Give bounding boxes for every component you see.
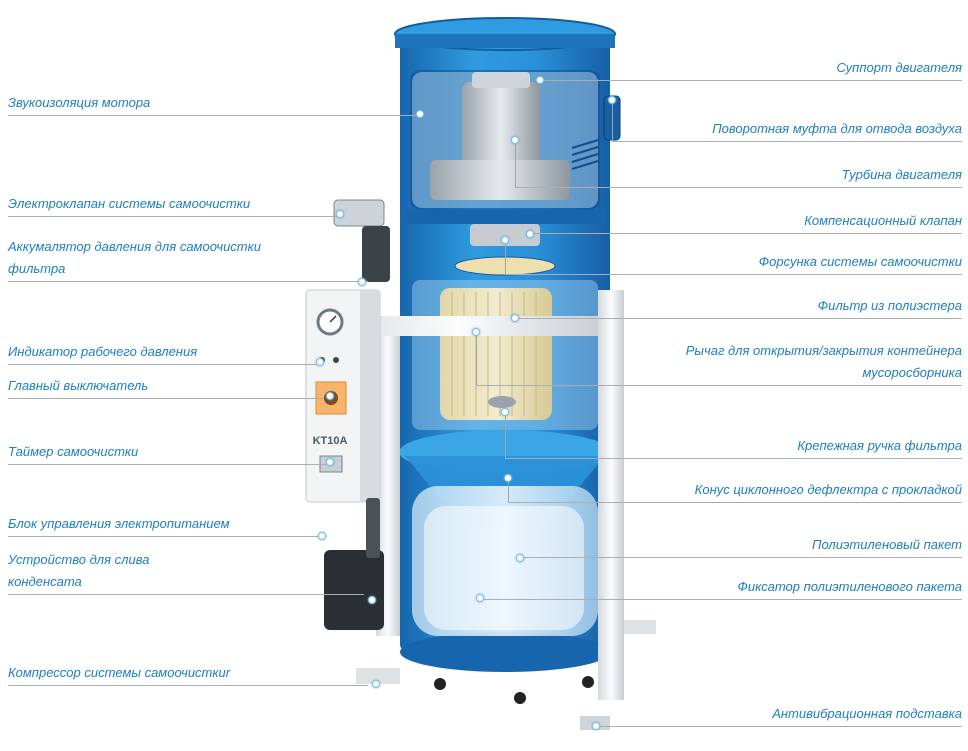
rule-filter-handle: [505, 458, 962, 459]
dot-solenoid-valve: [336, 210, 344, 218]
dot-main-switch: [326, 392, 334, 400]
dot-timer: [326, 458, 334, 466]
dot-compressor: [372, 680, 380, 688]
rule-pressure-indicator: [8, 364, 318, 365]
label-timer: Таймер самоочистки: [8, 444, 139, 459]
rule-power-control: [8, 536, 318, 537]
solenoid-valve-part: [333, 199, 385, 227]
dot-compensation-valve: [526, 230, 534, 238]
label-motor-turbine: Турбина двигателя: [841, 167, 962, 182]
dot-power-control: [318, 532, 326, 540]
caster-3: [582, 676, 594, 688]
dot-poly-bag: [516, 554, 524, 562]
dot-lever: [472, 328, 480, 336]
rule-sound-insulation: [8, 115, 416, 116]
poly-bag-part: [424, 506, 584, 630]
label-sound-insulation: Звукоизоляция мотора: [8, 95, 151, 110]
motor-housing: [462, 82, 540, 166]
rule-compensation-valve: [530, 233, 962, 234]
frame-top-bar: [316, 316, 602, 336]
rule-bag-fixer: [480, 599, 962, 600]
dot-sound-insulation: [416, 110, 424, 118]
label-pressure-accumulator: Аккумалятор давления для самоочистки филь…: [8, 236, 261, 280]
rule-motor-support: [540, 80, 962, 81]
caster-2: [514, 692, 526, 704]
rule-pressure-accumulator: [8, 281, 368, 282]
dot-rotary-coupling: [608, 96, 616, 104]
frame-foot-front: [356, 668, 400, 684]
label-bag-fixer: Фиксатор полиэтиленового пакета: [737, 579, 962, 594]
pressure-accumulator-part: [362, 226, 390, 282]
lead-rotary-coupling: [612, 100, 613, 141]
rule-nozzle: [505, 274, 962, 275]
lead-lever: [476, 332, 477, 385]
dot-bag-fixer: [476, 594, 484, 602]
label-power-control: Блок управления электропитанием: [8, 516, 230, 531]
label-lever-line-1: Рычаг для открытия/закрытия контейнера: [685, 343, 962, 358]
label-solenoid-valve: Электроклапан системы самоочистки: [8, 196, 251, 211]
filter-handle-part: [488, 396, 516, 408]
label-antivibration-stand: Антивибрационная подставка: [772, 706, 962, 721]
dot-pressure-accumulator: [358, 278, 366, 286]
dot-pressure-indicator: [316, 358, 324, 366]
rule-lever: [476, 385, 962, 386]
dot-motor-support: [536, 76, 544, 84]
compressor-part: [324, 550, 384, 630]
cooling-vents: [571, 139, 599, 170]
rule-timer: [8, 464, 326, 465]
dot-antivibration-stand: [592, 722, 600, 730]
label-pressure-accumulator-line-2: фильтра: [8, 261, 66, 276]
caster-1: [434, 678, 446, 690]
panel-model-label: KT10A: [313, 435, 348, 447]
label-drain-device-line-1: Устройство для слива: [8, 552, 150, 567]
label-drain-device: Устройство для слива конденсата: [8, 549, 149, 593]
label-lever-line-2: мусоросборника: [862, 365, 962, 380]
motor-cap: [472, 72, 530, 88]
lid-rim: [395, 34, 615, 48]
frame-leg-right: [598, 290, 624, 700]
dot-polyester-filter: [511, 314, 519, 322]
dot-cyclone-cone: [504, 474, 512, 482]
rule-cyclone-cone: [508, 502, 962, 503]
lead-motor-turbine: [515, 140, 516, 187]
label-filter-handle: Крепежная ручка фильтра: [797, 438, 962, 453]
cylinder-base: [400, 632, 610, 672]
label-cyclone-cone: Конус циклонного дефлектра с прокладкой: [694, 482, 962, 497]
dot-filter-handle: [501, 408, 509, 416]
turbine: [430, 160, 570, 200]
label-rotary-coupling: Поворотная муфта для отвода воздуха: [712, 121, 962, 136]
rule-poly-bag: [520, 557, 962, 558]
rule-rotary-coupling: [612, 141, 962, 142]
lead-nozzle: [505, 240, 506, 274]
label-nozzle: Форсунка системы самоочистки: [758, 254, 962, 269]
dot-motor-turbine: [511, 136, 519, 144]
label-pressure-accumulator-line-1: Аккумалятор давления для самоочистки: [8, 239, 261, 254]
rule-main-switch: [8, 398, 324, 399]
label-motor-support: Суппорт двигателя: [836, 60, 962, 75]
label-pressure-indicator: Индикатор рабочего давления: [8, 344, 198, 359]
indicator-light-2: [333, 357, 339, 363]
control-box-side: [360, 290, 380, 502]
label-drain-device-line-2: конденсата: [8, 574, 82, 589]
rule-compressor: [8, 685, 368, 686]
label-poly-bag: Полиэтиленовый пакет: [812, 537, 962, 552]
compensation-valve-part: [470, 224, 540, 246]
rule-motor-turbine: [515, 187, 962, 188]
label-polyester-filter: Фильтр из полиэстера: [817, 298, 962, 313]
dot-drain-device: [368, 596, 376, 604]
lead-filter-handle: [505, 412, 506, 458]
rule-drain-device: [8, 594, 364, 595]
mid-band: [405, 210, 605, 224]
drain-device-part: [366, 498, 380, 558]
label-lever: Рычаг для открытия/закрытия контейнера му…: [686, 340, 962, 384]
rule-polyester-filter: [515, 318, 962, 319]
rule-solenoid-valve: [8, 216, 338, 217]
label-compensation-valve: Компенсационный клапан: [804, 213, 962, 228]
lead-cyclone-cone: [508, 478, 509, 502]
label-main-switch: Главный выключатель: [8, 378, 149, 393]
dot-nozzle: [501, 236, 509, 244]
label-compressor: Компрессор системы самоочисткиr: [8, 665, 231, 680]
rule-antivibration-stand: [596, 726, 962, 727]
